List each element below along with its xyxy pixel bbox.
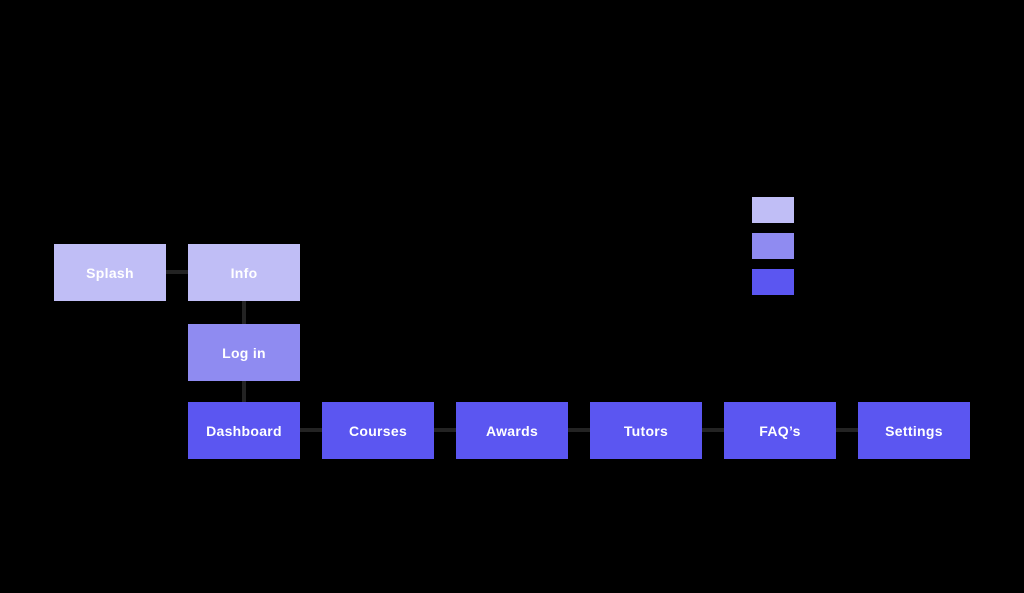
node-awards-label: Awards — [485, 422, 539, 439]
node-courses-label: Courses — [348, 422, 408, 439]
node-awards[interactable]: Awards — [456, 402, 568, 459]
node-tutors-label: Tutors — [623, 422, 669, 439]
node-info-label: Info — [230, 264, 258, 281]
node-tutors[interactable]: Tutors — [590, 402, 702, 459]
node-splash[interactable]: Splash — [54, 244, 166, 301]
node-splash-label: Splash — [86, 264, 134, 281]
connector-courses-awards — [434, 428, 456, 432]
node-faqs-label: FAQ’s — [759, 422, 801, 439]
legend-swatch-level-2 — [752, 233, 794, 259]
legend-swatch-level-3 — [752, 269, 794, 295]
node-dashboard-label: Dashboard — [206, 422, 282, 439]
connector-info-login — [242, 301, 246, 324]
legend-swatch-level-1 — [752, 197, 794, 223]
node-courses[interactable]: Courses — [322, 402, 434, 459]
connector-splash-info — [166, 270, 188, 274]
node-info[interactable]: Info — [188, 244, 300, 301]
node-settings[interactable]: Settings — [858, 402, 970, 459]
connector-tutors-faqs — [702, 428, 724, 432]
connector-login-dashboard — [242, 381, 246, 402]
connector-awards-tutors — [568, 428, 590, 432]
node-faqs[interactable]: FAQ’s — [724, 402, 836, 459]
connector-faqs-settings — [836, 428, 858, 432]
connector-dashboard-courses — [300, 428, 322, 432]
node-settings-label: Settings — [885, 422, 943, 439]
node-dashboard[interactable]: Dashboard — [188, 402, 300, 459]
node-login-label: Log in — [222, 344, 266, 361]
node-login[interactable]: Log in — [188, 324, 300, 381]
